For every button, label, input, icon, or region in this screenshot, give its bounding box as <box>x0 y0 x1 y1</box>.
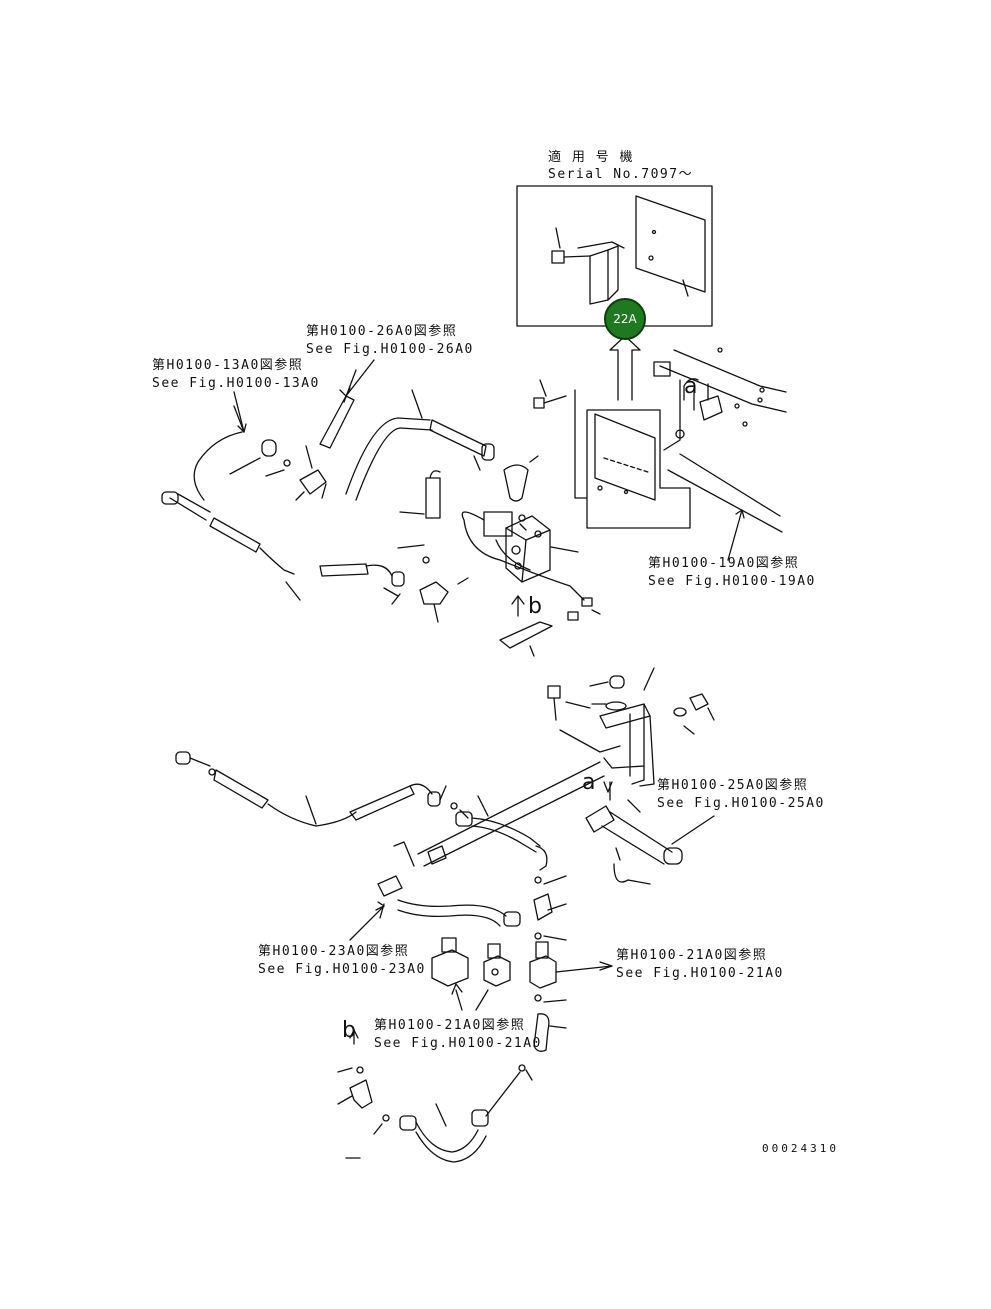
ref-h23-jp[interactable]: 第H0100-23A0図参照 <box>258 944 410 959</box>
upper-hoses <box>193 369 539 531</box>
view-marker-a-top: a <box>684 374 698 399</box>
lower-hoses <box>175 751 605 941</box>
ref-h21b-jp[interactable]: 第H0100-21A0図参照 <box>374 1018 526 1033</box>
middle-hose <box>161 491 405 605</box>
view-marker-b-bottom: b <box>342 1018 356 1043</box>
lower-blocks <box>431 937 613 1052</box>
ref-h26-en[interactable]: See Fig.H0100-26A0 <box>306 342 474 357</box>
view-marker-a-bottom: a <box>582 770 596 795</box>
ref-leaders <box>233 359 745 941</box>
ref-h21a-jp[interactable]: 第H0100-21A0図参照 <box>616 948 768 963</box>
ref-h26-jp[interactable]: 第H0100-26A0図参照 <box>306 324 458 339</box>
view-marker-b-top: b <box>528 594 542 619</box>
valve-block <box>397 470 601 657</box>
lower-bracket <box>547 667 715 801</box>
drawing-number: 00024310 <box>762 1142 839 1155</box>
ref-h25-en[interactable]: See Fig.H0100-25A0 <box>657 796 825 811</box>
hollow-arrow <box>609 335 641 401</box>
ref-h13-jp[interactable]: 第H0100-13A0図参照 <box>152 358 304 373</box>
callout-badge-label: 22A <box>613 312 637 326</box>
bottom-tube <box>337 1029 533 1163</box>
ref-h19-en[interactable]: See Fig.H0100-19A0 <box>648 574 816 589</box>
ref-h23-en[interactable]: See Fig.H0100-23A0 <box>258 962 426 977</box>
upper-plate <box>533 379 691 529</box>
right-tube <box>585 799 715 885</box>
ref-h21b-en[interactable]: See Fig.H0100-21A0 <box>374 1036 542 1051</box>
ref-h13-en[interactable]: See Fig.H0100-13A0 <box>152 376 320 391</box>
serial-label-jp: 適 用 号 機 <box>548 150 634 165</box>
ref-h21a-en[interactable]: See Fig.H0100-21A0 <box>616 966 784 981</box>
frame-beam <box>653 347 787 533</box>
ref-h25-jp[interactable]: 第H0100-25A0図参照 <box>657 778 809 793</box>
ref-h19-jp[interactable]: 第H0100-19A0図参照 <box>648 556 800 571</box>
serial-label-en: Serial No.7097～ <box>548 167 694 182</box>
callout-badge[interactable]: 22A <box>604 298 646 340</box>
